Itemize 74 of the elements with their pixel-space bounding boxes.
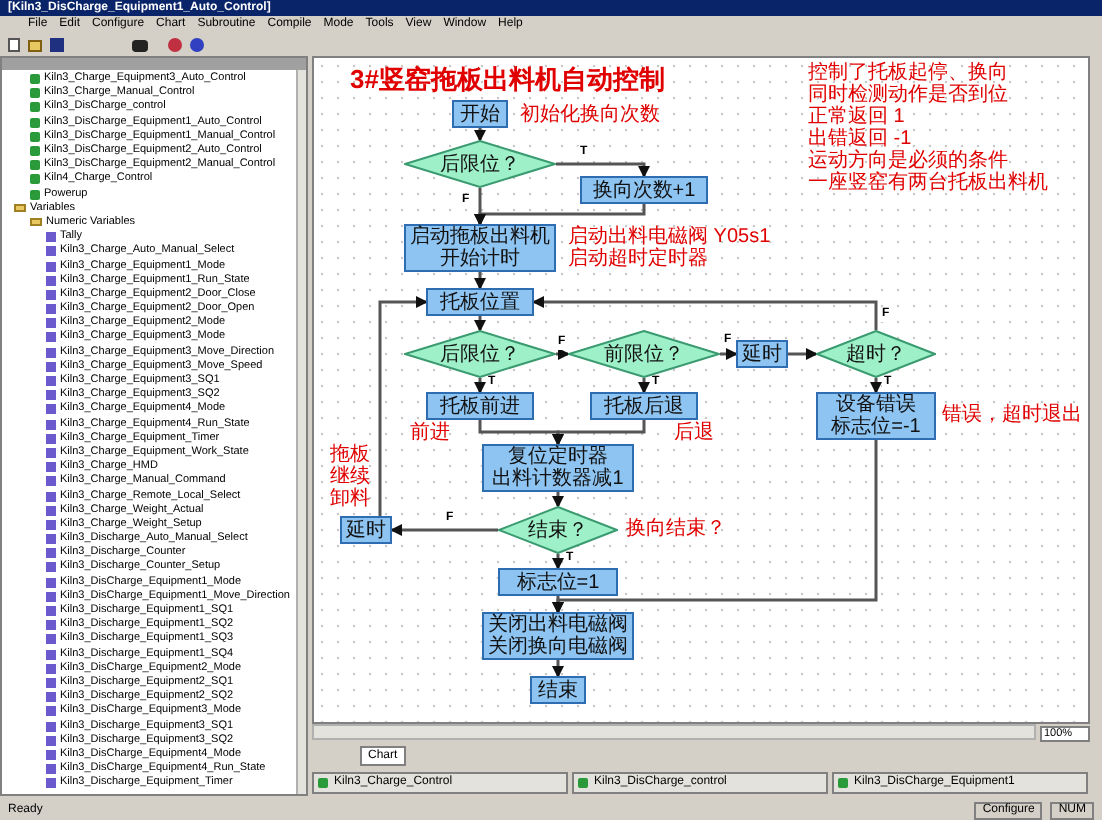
process-box [530,676,586,704]
process-box [426,392,534,420]
connector-arrow [552,554,564,570]
connector-arrow [474,204,646,226]
process-box [482,612,634,660]
node-text: 设备错误 [836,394,916,416]
annotation-text: 后退 [674,422,716,444]
node-text: 超时？ [846,343,906,365]
node-text: 前限位？ [604,343,684,365]
annotation-text: 换向结束？ [626,518,728,540]
note-text: 同时检测动作是否到位 [808,84,1010,106]
connector-arrow [532,296,878,330]
connector-arrow [474,272,486,290]
connector-arrow [556,348,570,360]
node-text: 托板位置 [440,291,520,313]
process-box [340,516,392,544]
node-text: 复位定时器 [508,446,608,468]
annotation-text: 启动超时定时器 [568,248,710,270]
process-box [482,444,634,492]
node-text: 标志位=1 [516,571,600,593]
decision-diamond [498,506,618,554]
node-text: 后限位？ [440,153,520,175]
node-text: 结束 [538,679,578,701]
decision-diamond [816,330,936,378]
process-box [452,100,508,128]
process-box [426,288,534,316]
node-text: 关闭换向电磁阀 [488,636,628,658]
chart-title: 3#竖窑拖板出料机自动控制 [350,64,665,94]
node-text: 开始 [460,103,500,125]
node-text: 延时 [742,343,782,365]
connector-arrow [390,524,498,536]
note-text: 控制了托板起停、换向 [808,62,1010,84]
process-box [404,224,556,272]
decision-diamond [568,330,720,378]
connector-arrow [474,378,486,394]
connector-arrow [556,162,650,178]
connector-arrow [474,316,486,332]
node-text: 延时 [346,519,386,541]
process-box [816,392,936,440]
decision-diamond [404,140,556,188]
decision-diamond [404,330,556,378]
node-text: 出料计数器减1 [492,468,624,490]
connector-arrow [788,348,818,360]
connector-arrow [638,378,650,394]
connector-arrow [378,296,428,516]
connector-arrow [552,660,564,678]
node-text: 后限位？ [440,343,520,365]
node-text: 托板后退 [604,395,684,417]
connector-arrow [552,492,564,508]
annotation-text: 初始化换向次数 [520,104,662,126]
connector-arrow [474,128,486,142]
connector-arrow [552,420,646,446]
note-text: 正常返回 1 [808,106,907,128]
annotation-text: 启动出料电磁阀 Y05s1 [568,226,773,248]
process-box [736,340,788,368]
node-text: 开始计时 [440,248,520,270]
node-text: 换向次数+1 [592,179,696,201]
node-text: 启动拖板出料机 [410,226,550,248]
note-text: 一座竖窑有两台托板出料机 [808,172,1048,194]
connector-arrow [720,348,738,360]
process-box [580,176,708,204]
process-box [590,392,698,420]
note-text: 运动方向是必须的条件 [808,150,1008,172]
process-box [498,568,618,596]
note-text: 出错返回 -1 [808,128,912,150]
annotation-text: 错误，超时退出 [942,404,1084,426]
annotation-text: 拖板继续卸料 [330,444,372,510]
node-text: 关闭出料电磁阀 [488,614,628,636]
node-text: 结束？ [528,519,588,541]
connector-arrow [552,596,564,614]
node-text: 标志位=-1 [831,416,921,438]
annotation-text: 前进 [410,422,452,444]
node-text: 托板前进 [440,395,520,417]
connector-arrow [870,378,882,394]
